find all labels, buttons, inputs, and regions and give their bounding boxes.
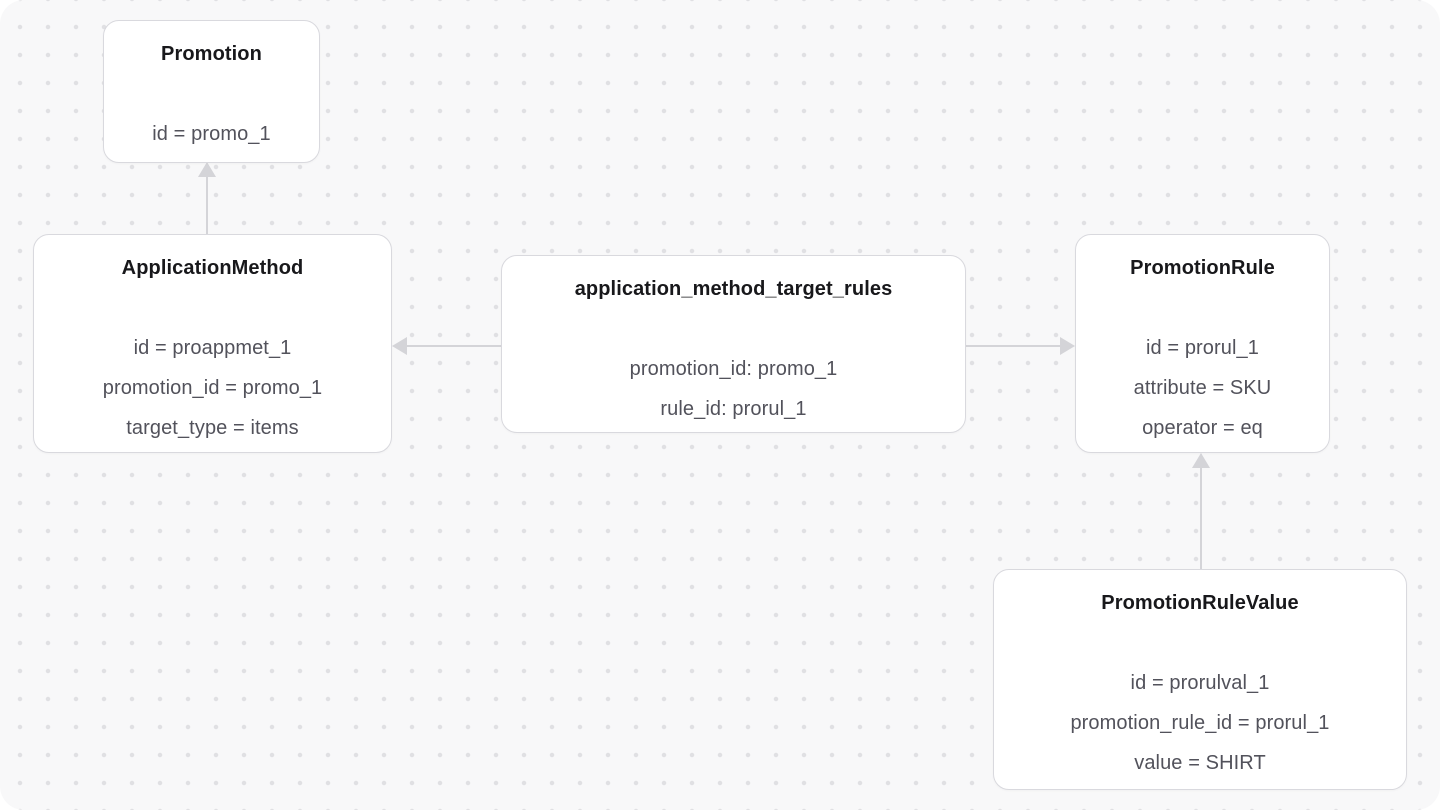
entity-title: PromotionRule (1130, 257, 1275, 279)
entity-attribute: id = proappmet_1 (133, 337, 292, 359)
entity-application-method-target-rules[interactable]: application_method_target_rules promotio… (501, 255, 966, 433)
entity-attribute: target_type = items (126, 417, 299, 439)
arrow-left-icon (392, 337, 407, 355)
entity-promotion-rule-value[interactable]: PromotionRuleValue id = prorulval_1 prom… (993, 569, 1407, 790)
arrow-up-icon (1192, 453, 1210, 468)
entity-attributes: promotion_id: promo_1 rule_id: prorul_1 (512, 349, 955, 429)
entity-attributes: id = proappmet_1 promotion_id = promo_1 … (44, 328, 381, 448)
arrow-applicationmethod-to-promotion-line (206, 176, 208, 234)
entity-promotion-rule[interactable]: PromotionRule id = prorul_1 attribute = … (1075, 234, 1330, 453)
entity-title: Promotion (161, 43, 262, 65)
entity-attribute: id = prorul_1 (1145, 337, 1260, 359)
entity-attributes: id = prorul_1 attribute = SKU operator =… (1086, 328, 1319, 448)
entity-attribute: promotion_rule_id = prorul_1 (1070, 712, 1330, 734)
entity-attribute: promotion_id: promo_1 (629, 358, 838, 380)
entity-attribute: promotion_id = promo_1 (102, 377, 323, 399)
entity-attribute: rule_id: prorul_1 (660, 398, 807, 420)
entity-title: application_method_target_rules (574, 278, 893, 300)
arrow-targetrules-to-applicationmethod-line (406, 345, 501, 347)
entity-attribute: attribute = SKU (1133, 377, 1272, 399)
arrow-right-icon (1060, 337, 1075, 355)
entity-promotion[interactable]: Promotion id = promo_1 (103, 20, 320, 163)
entity-title: ApplicationMethod (121, 257, 304, 279)
entity-attributes: id = prorulval_1 promotion_rule_id = pro… (1004, 663, 1396, 783)
entity-attribute: value = SHIRT (1134, 752, 1266, 774)
entity-attributes: id = promo_1 (114, 114, 309, 154)
entity-attribute: operator = eq (1142, 417, 1263, 439)
arrow-targetrules-to-promotionrule-line (966, 345, 1061, 347)
entity-attribute: id = prorulval_1 (1130, 672, 1270, 694)
entity-application-method[interactable]: ApplicationMethod id = proappmet_1 promo… (33, 234, 392, 453)
arrow-promotionrulevalue-to-promotionrule-line (1200, 467, 1202, 569)
arrow-up-icon (198, 162, 216, 177)
entity-title: PromotionRuleValue (1101, 592, 1299, 614)
entity-attribute: id = promo_1 (152, 123, 271, 145)
